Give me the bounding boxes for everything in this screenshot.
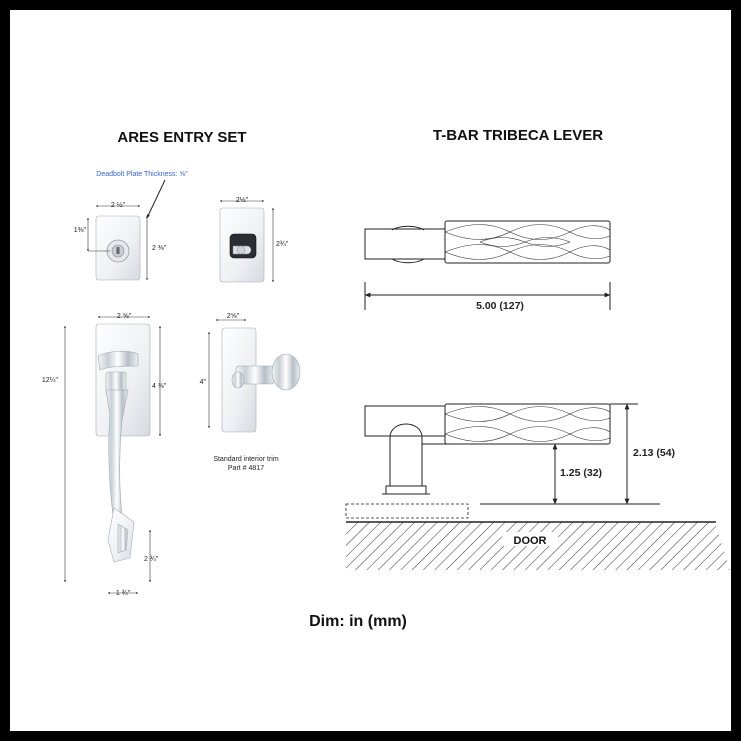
deadbolt-cyl-label: 1⅜": [74, 227, 87, 234]
overall-height-label: 12¼": [42, 377, 59, 384]
rose-outline: [345, 503, 469, 519]
deadbolt-note: Deadbolt Plate Thickness: ⅝": [96, 171, 188, 178]
length-label: 5.00 (127): [476, 300, 524, 312]
left-title: ARES ENTRY SET: [117, 129, 246, 146]
drawing-frame: ARES ENTRY SET T-BAR TRIBECA LEVER Deadb…: [10, 10, 731, 731]
right-title: T-BAR TRIBECA LEVER: [433, 127, 603, 144]
proj-large-label: 2.13 (54): [633, 447, 675, 459]
lever-side-view: [364, 403, 611, 495]
deadbolt-width-label: 2 ½": [111, 201, 126, 209]
deadbolt-height-label: 2 ⅜": [152, 245, 167, 252]
bottom-width-label: 1 ¾": [116, 590, 131, 597]
interior-trim-knob: [221, 327, 301, 433]
trim-width-label: 2⅝": [227, 313, 240, 320]
int-deadbolt-width-label: 2½": [236, 196, 249, 204]
int-deadbolt-height-label: 2¾": [276, 241, 289, 248]
dim-units-label: Dim: in (mm): [309, 613, 407, 630]
deadbolt-note-arrow: [146, 179, 166, 219]
bottom-height-label: 2 ¾": [144, 556, 159, 563]
proj-small-label: 1.25 (32): [560, 467, 602, 479]
drawing-canvas: ARES ENTRY SET T-BAR TRIBECA LEVER Deadb…: [42, 127, 730, 630]
grip-height-label: 4 ⅜": [152, 383, 167, 390]
interior-deadbolt: [219, 207, 265, 283]
exterior-deadbolt: [95, 215, 141, 281]
door-label: DOOR: [514, 535, 547, 547]
grip-width-label: 2 ⅝": [117, 313, 132, 320]
trim-caption-line2: Part # 4817: [228, 465, 264, 472]
trim-caption-line1: Standard interior trim: [213, 456, 279, 463]
door-section: [346, 521, 730, 570]
handleset-grip: [95, 323, 151, 563]
trim-height-label: 4": [200, 379, 207, 386]
lever-top-view: [364, 220, 611, 264]
